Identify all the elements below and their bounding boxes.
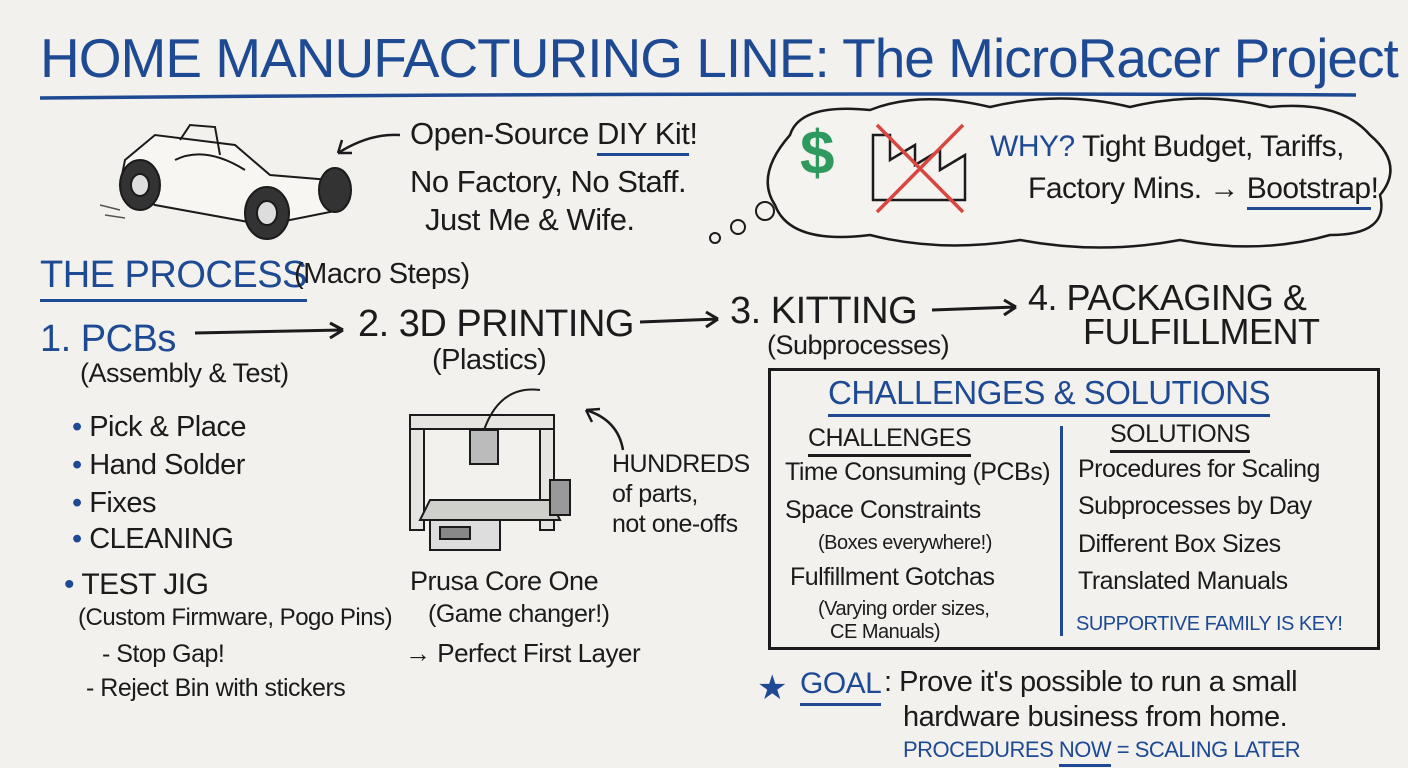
goal-line-1: : Prove it's possible to run a small — [884, 666, 1298, 698]
why-label: WHY? — [990, 130, 1075, 163]
bullet-item: • Pick & Place — [72, 411, 247, 443]
why-line-2: Factory Mins. → Bootstrap! — [1028, 172, 1379, 210]
goal-line-3: PROCEDURES NOW = SCALING LATER — [903, 737, 1301, 767]
solutions-heading: SOLUTIONS — [1110, 420, 1250, 453]
hundreds-note-3: not one-offs — [612, 510, 738, 538]
challenge-item: Time Consuming (PCBs) — [785, 458, 1051, 486]
challenges-heading: CHALLENGES — [808, 424, 972, 457]
3d-printer-icon — [409, 388, 571, 551]
bullet-item: • CLEANING — [72, 523, 234, 555]
solution-item: Translated Manuals — [1078, 567, 1288, 595]
printer-note: (Game changer!) — [428, 600, 610, 628]
why-line-2-suffix: ! — [1370, 172, 1379, 205]
dollar-icon: $ — [800, 119, 834, 188]
challenge-item: Space Constraints — [785, 496, 981, 524]
goal-line-3-suffix: = SCALING LATER — [1111, 737, 1301, 762]
step-2-sub: (Plastics) — [432, 344, 547, 376]
intro-kit-highlight: DIY Kit — [597, 116, 690, 156]
goal-now: NOW — [1058, 737, 1112, 767]
curved-arrow-icon — [584, 407, 625, 451]
challenge-note: (Varying order sizes, — [818, 598, 990, 620]
process-subheading: (Macro Steps) — [294, 258, 470, 290]
cs-divider — [1060, 426, 1063, 636]
step-3-sub: (Subprocesses) — [767, 330, 950, 360]
step-1: 1. PCBs — [40, 318, 176, 361]
star-icon: ★ — [757, 669, 787, 707]
cs-footer: SUPPORTIVE FAMILY IS KEY! — [1076, 613, 1343, 635]
solution-item: Procedures for Scaling — [1078, 455, 1320, 483]
why-line-2-prefix: Factory Mins. → — [1028, 172, 1247, 205]
intro-kit-prefix: Open-Source — [410, 116, 597, 151]
cs-title: CHALLENGES & SOLUTIONS — [828, 374, 1270, 417]
page-title: HOME MANUFACTURING LINE: The MicroRacer … — [40, 27, 1399, 89]
challenge-item: Fulfillment Gotchas — [790, 563, 995, 591]
intro-kit-line: Open-Source DIY Kit! — [410, 116, 698, 156]
why-line-1: WHY? Tight Budget, Tariffs, — [990, 130, 1344, 164]
challenge-note: (Boxes everywhere!) — [818, 532, 992, 554]
goal-line-2: hardware business from home. — [903, 701, 1288, 733]
test-jig-sub-1: - Stop Gap! — [102, 640, 225, 668]
why-reasons: Tight Budget, Tariffs, — [1081, 130, 1344, 163]
car-sketch-icon — [99, 123, 352, 240]
step-4-label: 4. PACKAGING & — [1028, 277, 1307, 318]
step-4-label-2: FULFILLMENT — [1083, 311, 1320, 352]
step-1-sub: (Assembly & Test) — [80, 358, 289, 388]
arrow-icon — [336, 133, 401, 155]
intro-line-2: No Factory, No Staff. — [410, 164, 687, 199]
printer-benefit: → Perfect First Layer — [405, 638, 641, 668]
bootstrap-highlight: Bootstrap — [1246, 172, 1371, 210]
hundreds-note-1: HUNDREDS — [612, 450, 750, 478]
goal-label: GOAL — [800, 667, 882, 706]
intro-line-3: Just Me & Wife. — [425, 202, 635, 237]
step-1-label: 1. PCBs — [40, 318, 176, 360]
test-jig-sub-2: - Reject Bin with stickers — [86, 674, 346, 702]
test-jig: • TEST JIG — [64, 568, 209, 601]
challenges-solutions-box — [768, 368, 1380, 650]
hundreds-note-2: of parts, — [612, 480, 698, 508]
challenge-note: CE Manuals) — [830, 621, 941, 643]
intro-kit-suffix: ! — [689, 116, 698, 151]
bullet-item: • Hand Solder — [72, 449, 245, 481]
solution-item: Subprocesses by Day — [1078, 492, 1312, 520]
goal-line-3-prefix: PROCEDURES — [903, 737, 1059, 762]
step-2-label: 2. 3D PRINTING — [358, 303, 634, 345]
crossed-factory-icon — [871, 123, 967, 214]
test-jig-detail: (Custom Firmware, Pogo Pins) — [78, 604, 393, 631]
bullet-item: • Fixes — [72, 487, 157, 519]
process-heading: THE PROCESS — [40, 254, 307, 302]
thought-cloud — [709, 97, 1392, 249]
solution-item: Different Box Sizes — [1078, 530, 1281, 558]
step-3-label: 3. KITTING — [730, 290, 918, 332]
printer-name: Prusa Core One — [410, 566, 599, 596]
